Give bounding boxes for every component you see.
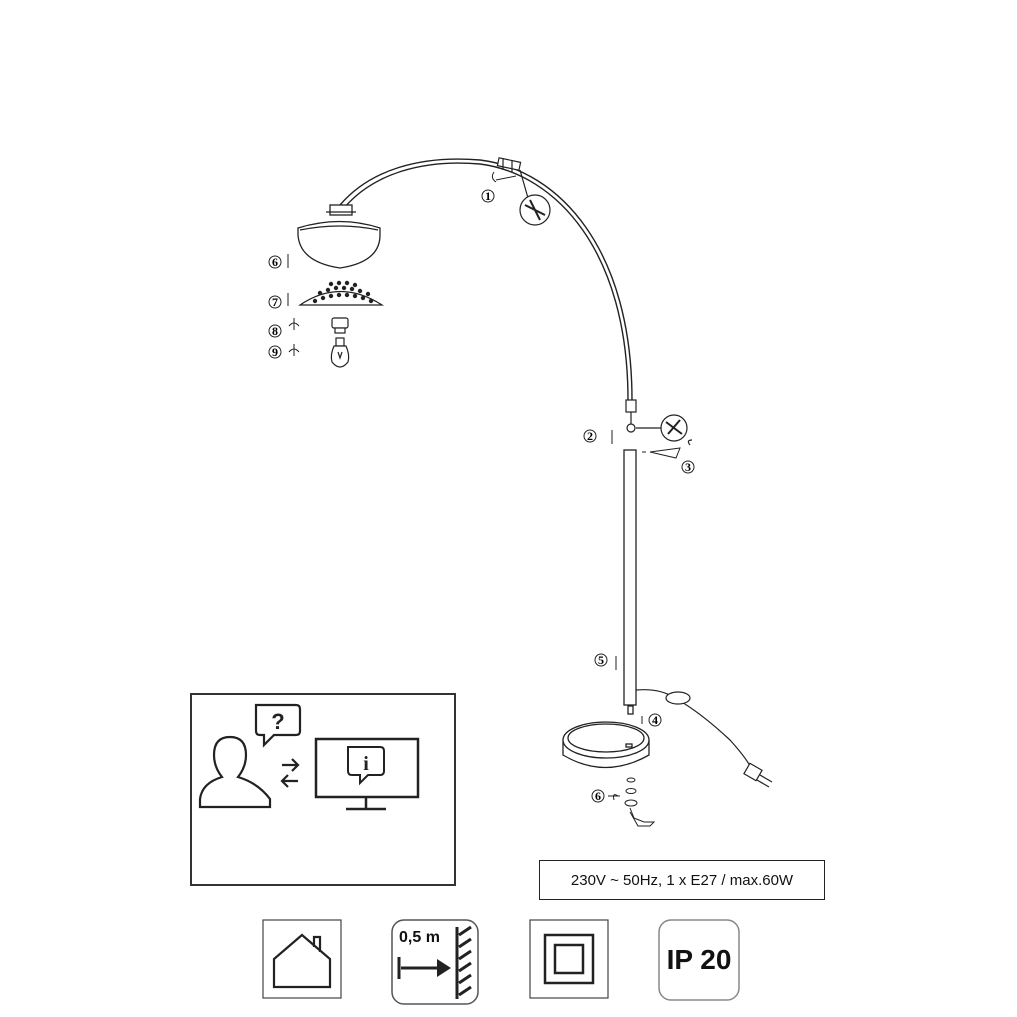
house-icon <box>262 919 342 999</box>
arc-joint <box>496 157 522 172</box>
pole-upper-connector <box>625 399 637 433</box>
lower-pole <box>623 449 637 715</box>
step-arrows <box>611 430 643 724</box>
step-2-number: 2 <box>587 429 593 443</box>
person-icon <box>198 735 272 809</box>
step-5-number: 5 <box>598 653 604 667</box>
lamp-base <box>562 721 650 769</box>
ip-rating-text: IP 20 <box>666 944 732 975</box>
step-label-7: 7 <box>268 295 282 309</box>
step-4-number: 4 <box>652 713 658 727</box>
distance-symbol: 0,5 m <box>391 919 479 1005</box>
step-label-1: 1 <box>481 189 495 203</box>
double-square-icon <box>529 919 609 999</box>
step-6b-number: 6 <box>595 789 601 803</box>
step-1-number: 1 <box>485 189 491 203</box>
info-bubble-icon: i <box>347 746 385 786</box>
base-screw-parts <box>608 777 656 827</box>
power-cable <box>635 689 773 788</box>
detail-magnifier-2 <box>636 414 693 446</box>
support-box: ? i <box>190 693 456 886</box>
diffuser <box>298 280 385 306</box>
class2-symbol <box>529 919 609 999</box>
step-labels: 1 2 3 4 5 6 7 8 9 6 <box>268 189 695 803</box>
step-label-9: 9 <box>268 345 282 359</box>
step-label-6-shade: 6 <box>268 255 282 269</box>
step-1-screw <box>491 171 517 183</box>
bulb <box>330 337 350 368</box>
lamp-shade <box>297 204 381 269</box>
spec-text: 230V ~ 50Hz, 1 x E27 / max.60W <box>570 871 794 889</box>
exchange-arrows-icon <box>280 758 300 788</box>
step-label-5: 5 <box>594 653 608 667</box>
step-6-number: 6 <box>272 255 278 269</box>
info-mark: i <box>363 753 369 775</box>
rotate-arrows <box>287 254 300 356</box>
socket-ring <box>331 317 349 334</box>
spec-box: 230V ~ 50Hz, 1 x E27 / max.60W <box>539 860 825 900</box>
question-bubble-icon: ? <box>254 703 302 748</box>
detail-magnifier-1 <box>519 169 551 226</box>
step-label-2: 2 <box>583 429 597 443</box>
step-label-4: 4 <box>648 713 662 727</box>
step-label-6-base: 6 <box>591 789 605 803</box>
question-mark: ? <box>271 709 284 734</box>
step-7-number: 7 <box>272 295 278 309</box>
step-3-screw <box>642 447 681 459</box>
distance-frame <box>391 919 479 1005</box>
step-label-3: 3 <box>681 460 695 474</box>
step-label-8: 8 <box>268 324 282 338</box>
step-9-number: 9 <box>272 345 278 359</box>
step-3-number: 3 <box>685 460 691 474</box>
support-illustration: ? i <box>198 703 420 811</box>
distance-label: 0,5 m <box>399 929 440 946</box>
step-8-number: 8 <box>272 324 278 338</box>
ip-rating-symbol: IP 20 <box>658 919 740 1001</box>
indoor-symbol <box>262 919 342 999</box>
ip-frame <box>658 919 740 1001</box>
